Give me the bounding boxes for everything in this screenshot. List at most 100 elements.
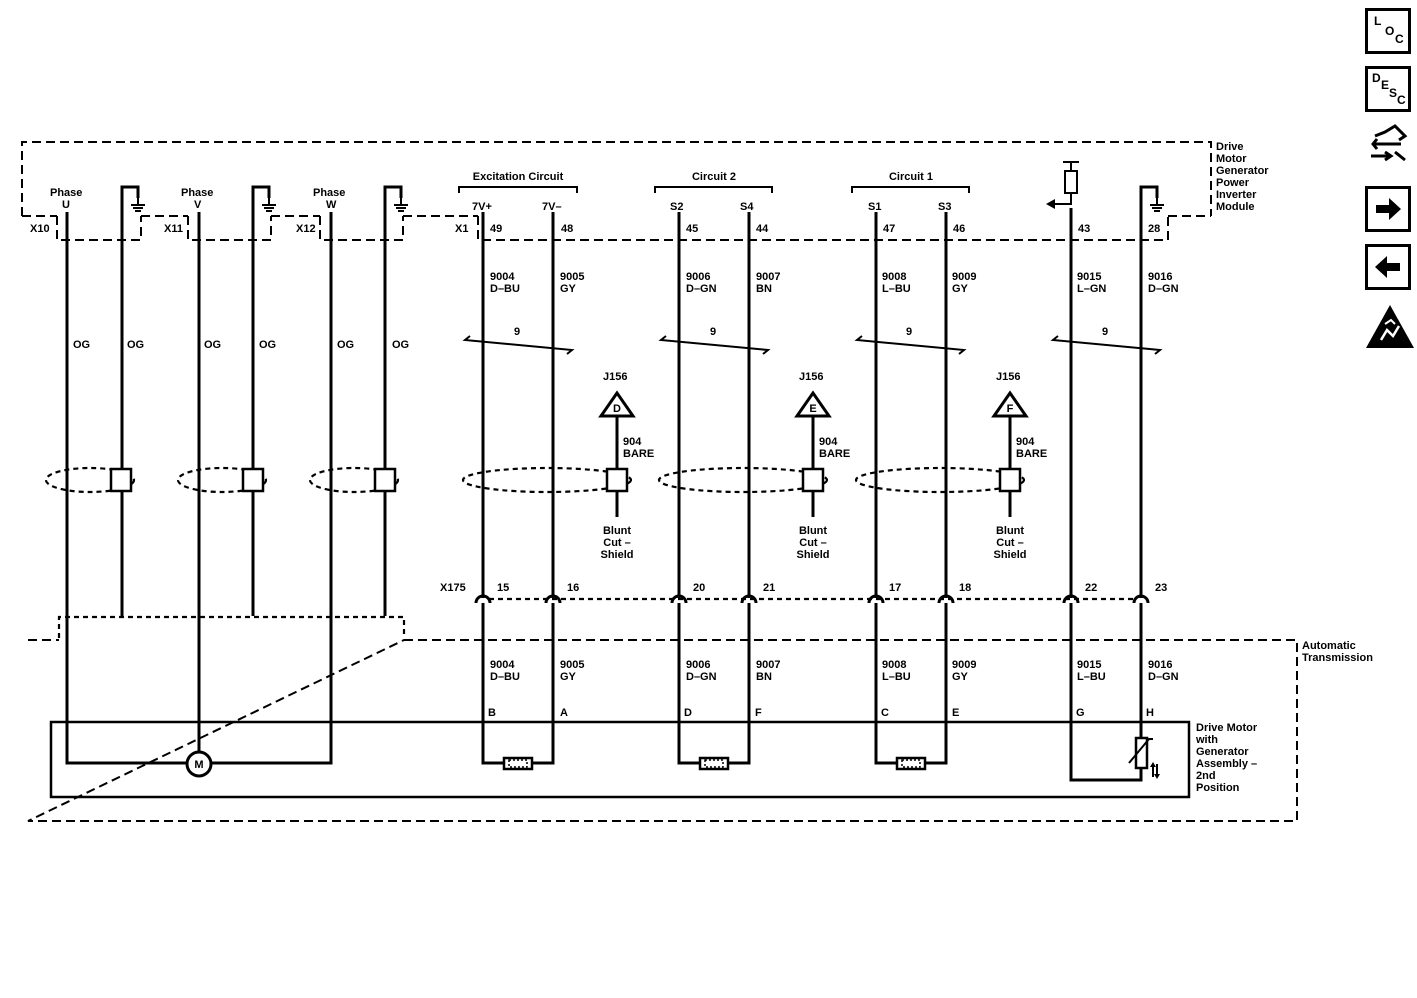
phase-letter: U [62, 199, 70, 211]
wire-color: D–GN [686, 283, 717, 295]
arrow-left-icon [1375, 256, 1400, 278]
circuit-brackets: Excitation Circuit Circuit 2 Circuit 1 [458, 171, 970, 193]
signal-name: S2 [670, 201, 683, 213]
wire-labels-bottom: 9004 D–BU 9005 GY 9006 D–GN 9007 BN 9008… [490, 659, 1179, 683]
wire-color: L–BU [1077, 671, 1106, 683]
assembly-label-line: Drive Motor [1196, 722, 1258, 734]
wire-color: GY [560, 283, 577, 295]
shield-color: BARE [819, 448, 850, 460]
pin-number: 46 [953, 223, 965, 235]
module-label-line: Power [1216, 177, 1250, 189]
wire-color: GY [560, 671, 577, 683]
ground-icon [131, 198, 1164, 212]
pin-number: 45 [686, 223, 698, 235]
esd-warning-icon[interactable] [1365, 302, 1414, 348]
desc-button[interactable]: D E S C [1365, 66, 1411, 112]
loc-letter: O [1385, 24, 1395, 38]
wire-color: D–GN [1148, 283, 1179, 295]
desc-letter: S [1389, 86, 1398, 100]
next-page-button[interactable] [1365, 186, 1411, 232]
shield-color: BARE [1016, 448, 1047, 460]
module-label-line: Drive [1216, 141, 1244, 153]
twist-label: 9 [1102, 326, 1108, 338]
pin-number: 21 [763, 582, 775, 594]
phase-title: Phase [181, 187, 213, 199]
wire-color: GY [952, 671, 969, 683]
twist-label: 9 [514, 326, 520, 338]
transmission-boundary [27, 639, 1298, 822]
module-label-line: Inverter [1216, 189, 1257, 201]
terminal-letters: B A D F C E G H [488, 707, 1154, 719]
twisted-pair-markers: 9 9 9 9 [462, 326, 1163, 355]
transmission-label-line: Automatic [1302, 640, 1356, 652]
blunt-label: Blunt [603, 525, 631, 537]
previous-page-button[interactable] [1365, 244, 1411, 290]
circuit-number: 9016 [1148, 659, 1172, 671]
pin-number: 47 [883, 223, 895, 235]
phase-title: Phase [50, 187, 82, 199]
pin-number: 43 [1078, 223, 1090, 235]
circuit-number: 9007 [756, 271, 780, 283]
circuit-number: 9009 [952, 271, 976, 283]
connector-label: X175 [440, 582, 466, 594]
wire-color-label: OG [259, 339, 276, 351]
pin-number: 28 [1148, 223, 1160, 235]
pin-number: 48 [561, 223, 573, 235]
wire-color-label: OG [73, 339, 90, 351]
phase-v-group: Phase V X11 OG OG [164, 187, 276, 351]
pin-number: 16 [567, 582, 579, 594]
pin-number: 15 [497, 582, 509, 594]
terminal-letter: C [881, 707, 889, 719]
shield-circuit: 904 [819, 436, 838, 448]
module-label-line: Generator [1216, 165, 1269, 177]
motor-symbol-label: M [194, 759, 203, 771]
connector-icon[interactable] [1365, 122, 1411, 168]
phase-letter: W [326, 199, 337, 211]
signal-name: 7V– [542, 201, 562, 213]
circuit-number: 9008 [882, 659, 906, 671]
terminal-letter: G [1076, 707, 1085, 719]
module-label-line: Motor [1216, 153, 1247, 165]
assembly-label-line: 2nd [1196, 770, 1216, 782]
circuit-number: 9004 [490, 659, 515, 671]
reference-symbol-icon [1046, 161, 1079, 209]
circuit-number: 9004 [490, 271, 515, 283]
signal-names: 7V+ 7V– S2 S4 S1 S3 [472, 201, 951, 213]
wire-color: D–GN [1148, 671, 1179, 683]
wire-color-label: OG [127, 339, 144, 351]
terminal-letter: D [684, 707, 692, 719]
blunt-label: Shield [600, 549, 633, 561]
coil-icon [502, 756, 927, 771]
motor-generator-assembly-box [49, 720, 1191, 799]
wire-color: L–BU [882, 671, 911, 683]
assembly-label-line: Generator [1196, 746, 1249, 758]
terminal-letter: B [488, 707, 496, 719]
circuit-wires [481, 185, 1159, 598]
pin-number: 44 [756, 223, 769, 235]
pin-number: 49 [490, 223, 502, 235]
wire-color: GY [952, 283, 969, 295]
splice-reference-f: J156 F 904 BARE Blunt Cut – Shield [991, 371, 1047, 561]
circuit-group-name: Excitation Circuit [473, 171, 564, 183]
loc-button[interactable]: L O C [1365, 8, 1411, 54]
signal-shields [461, 466, 1026, 494]
pin-number: 23 [1155, 582, 1167, 594]
wire-color: L–BU [882, 283, 911, 295]
pin-number: 18 [959, 582, 971, 594]
inverter-module-boundary [21, 141, 1212, 241]
phase-title: Phase [313, 187, 345, 199]
x175-pin-numbers: 15 16 20 21 17 18 22 23 [497, 582, 1167, 594]
circuit-number: 9005 [560, 271, 584, 283]
circuit-number: 9007 [756, 659, 780, 671]
loc-letter: L [1374, 14, 1382, 28]
blunt-label: Blunt [996, 525, 1024, 537]
wire-color-label: OG [392, 339, 409, 351]
transmission-wires [481, 603, 1143, 782]
signal-name: S1 [868, 201, 881, 213]
circuit-number: 9008 [882, 271, 906, 283]
signal-name: S3 [938, 201, 951, 213]
shield-color: BARE [623, 448, 654, 460]
phase-w-group: Phase W X12 OG OG [296, 187, 409, 351]
shield-circuit: 904 [623, 436, 642, 448]
